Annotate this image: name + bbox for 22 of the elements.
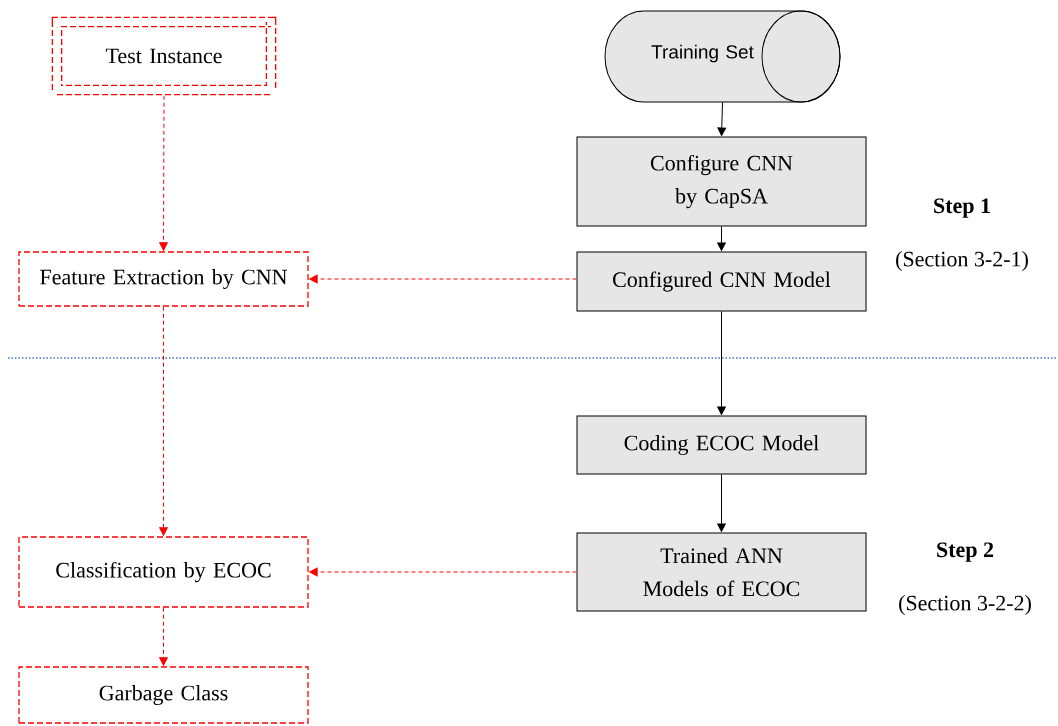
section-label: (Section 3-2-2) xyxy=(899,595,1031,615)
arrow xyxy=(717,101,727,136)
process-box: Trained ANN Models of ECOC xyxy=(576,532,867,612)
process-box: Configure CNN by CapSA xyxy=(576,136,867,227)
arrow xyxy=(717,474,726,532)
process-box: Configured CNN Model xyxy=(576,251,867,312)
section-label: (Section 3-2-1) xyxy=(896,251,1028,271)
process-box: Test Instance xyxy=(51,16,277,96)
process-box: Garbage Class xyxy=(18,666,309,724)
arrow xyxy=(717,226,726,251)
step-label: Step 2 xyxy=(937,542,994,562)
arrow xyxy=(309,567,577,577)
process-box: Classification by ECOC xyxy=(18,536,309,608)
arrow xyxy=(309,274,577,284)
process-box: Feature Extraction by CNN xyxy=(18,251,309,307)
arrow xyxy=(159,607,168,666)
database-cylinder: Training Set xyxy=(604,10,841,103)
process-box: Coding ECOC Model xyxy=(576,415,867,475)
arrow xyxy=(717,311,726,415)
arrow xyxy=(159,306,168,536)
step-label: Step 1 xyxy=(934,198,990,218)
arrow xyxy=(159,95,168,251)
